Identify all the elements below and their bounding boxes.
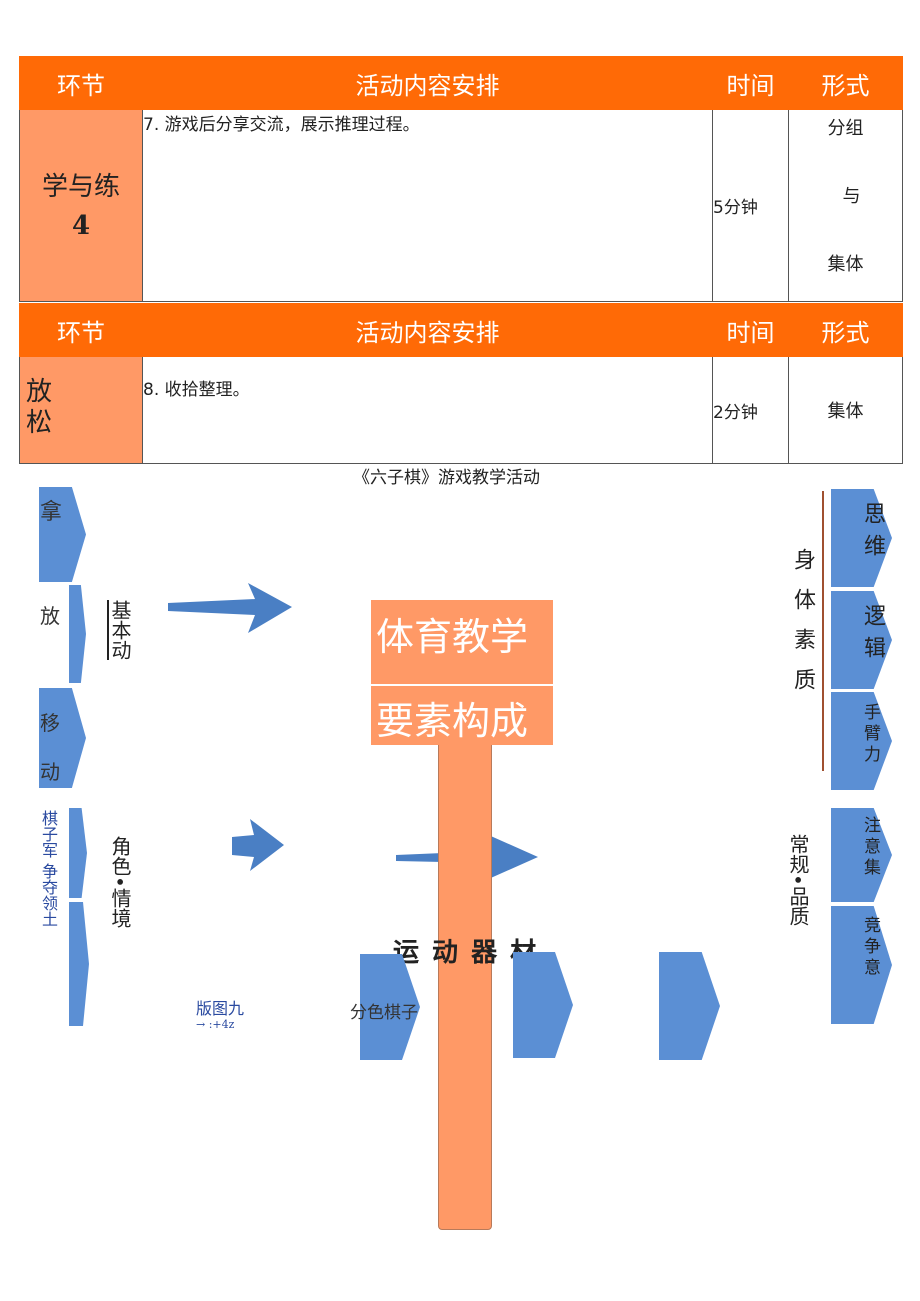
chevron-shape (659, 952, 720, 1060)
right-group1-label: 身体素质 (790, 548, 815, 708)
table-row: 放 松 8. 收拾整理。 2分钟 集体 (19, 356, 903, 464)
left-item-3b: 动 (40, 760, 60, 784)
pieces-label: 分色棋子 (350, 1003, 418, 1023)
stage-text-2: 4 (71, 211, 91, 241)
header-form: 形式 (788, 303, 903, 357)
time-cell: 5分钟 (712, 109, 789, 302)
right-bracket (822, 491, 828, 771)
left-item-1: 拿 (40, 500, 63, 525)
table-header-row: 环节 活动内容安排 时间 形式 (19, 56, 903, 110)
content-cell: 8. 收拾整理。 (142, 356, 713, 464)
right-item-2: 逻辑 (860, 604, 885, 668)
header-content: 活动内容安排 (142, 303, 713, 357)
header-form: 形式 (788, 56, 903, 110)
lesson-table-1: 环节 活动内容安排 时间 形式 学与练 4 7. 游戏后分享交流，展示推理过程。… (19, 56, 903, 302)
center-divider (371, 684, 553, 686)
left-group-label: 基本动 (108, 600, 132, 660)
chevron-shape (69, 808, 87, 898)
content-cell: 7. 游戏后分享交流，展示推理过程。 (142, 109, 713, 302)
stage-cell: 放 松 (19, 356, 143, 464)
center-column-bar (438, 700, 492, 1230)
header-stage: 环节 (19, 56, 143, 110)
stage-cell: 学与练 4 (19, 109, 143, 302)
table-row: 学与练 4 7. 游戏后分享交流，展示推理过程。 5分钟 分组 与 集体 (19, 109, 903, 302)
form-text-1: 分组 (827, 118, 864, 139)
time-cell: 2分钟 (712, 356, 789, 464)
center-title-2: 要素构成 (376, 699, 529, 743)
center-title-1: 体育教学 (376, 615, 529, 659)
header-stage: 环节 (19, 303, 143, 357)
arrow-icon (168, 583, 292, 633)
chevron-shape (513, 952, 573, 1058)
right-group2-label: 常规•品质 (786, 834, 810, 926)
role-label: 角色•情境 (108, 836, 132, 928)
stage-text-1: 学与练 (41, 172, 120, 202)
table-header-row: 环节 活动内容安排 时间 形式 (19, 303, 903, 357)
form-cell: 分组 与 集体 (788, 109, 903, 302)
header-time: 时间 (712, 56, 789, 110)
left-item-2: 放 (40, 604, 60, 628)
left-item-3a: 移 (40, 711, 60, 735)
right-item-1: 思维 (860, 502, 885, 566)
form-cell: 集体 (788, 356, 903, 464)
arrow-icon (232, 819, 284, 871)
role-side-text: 棋子军 争夺领土 (39, 810, 58, 928)
header-time: 时间 (712, 303, 789, 357)
right-item-3: 手臂力 (860, 703, 880, 766)
right-item-4: 注意集 (860, 816, 880, 879)
version-sub: → :+4z (196, 1018, 235, 1031)
diagram-caption: 《六子棋》游戏教学活动 (353, 468, 540, 488)
form-text-2: 与 (842, 186, 861, 207)
form-text-3: 集体 (827, 254, 864, 275)
center-title-box (371, 600, 553, 745)
header-content: 活动内容安排 (142, 56, 713, 110)
right-item-5: 竞争意 (860, 916, 880, 979)
stage-text-2: 松 (26, 408, 53, 439)
lesson-table-2: 环节 活动内容安排 时间 形式 放 松 8. 收拾整理。 2分钟 集体 (19, 303, 903, 464)
version-text: 版图九 (196, 999, 245, 1018)
chevron-shape (69, 585, 86, 683)
equipment-label: 运 动 器 材 (393, 938, 539, 968)
chevron-shape (69, 902, 89, 1026)
stage-text-1: 放 (26, 377, 53, 407)
